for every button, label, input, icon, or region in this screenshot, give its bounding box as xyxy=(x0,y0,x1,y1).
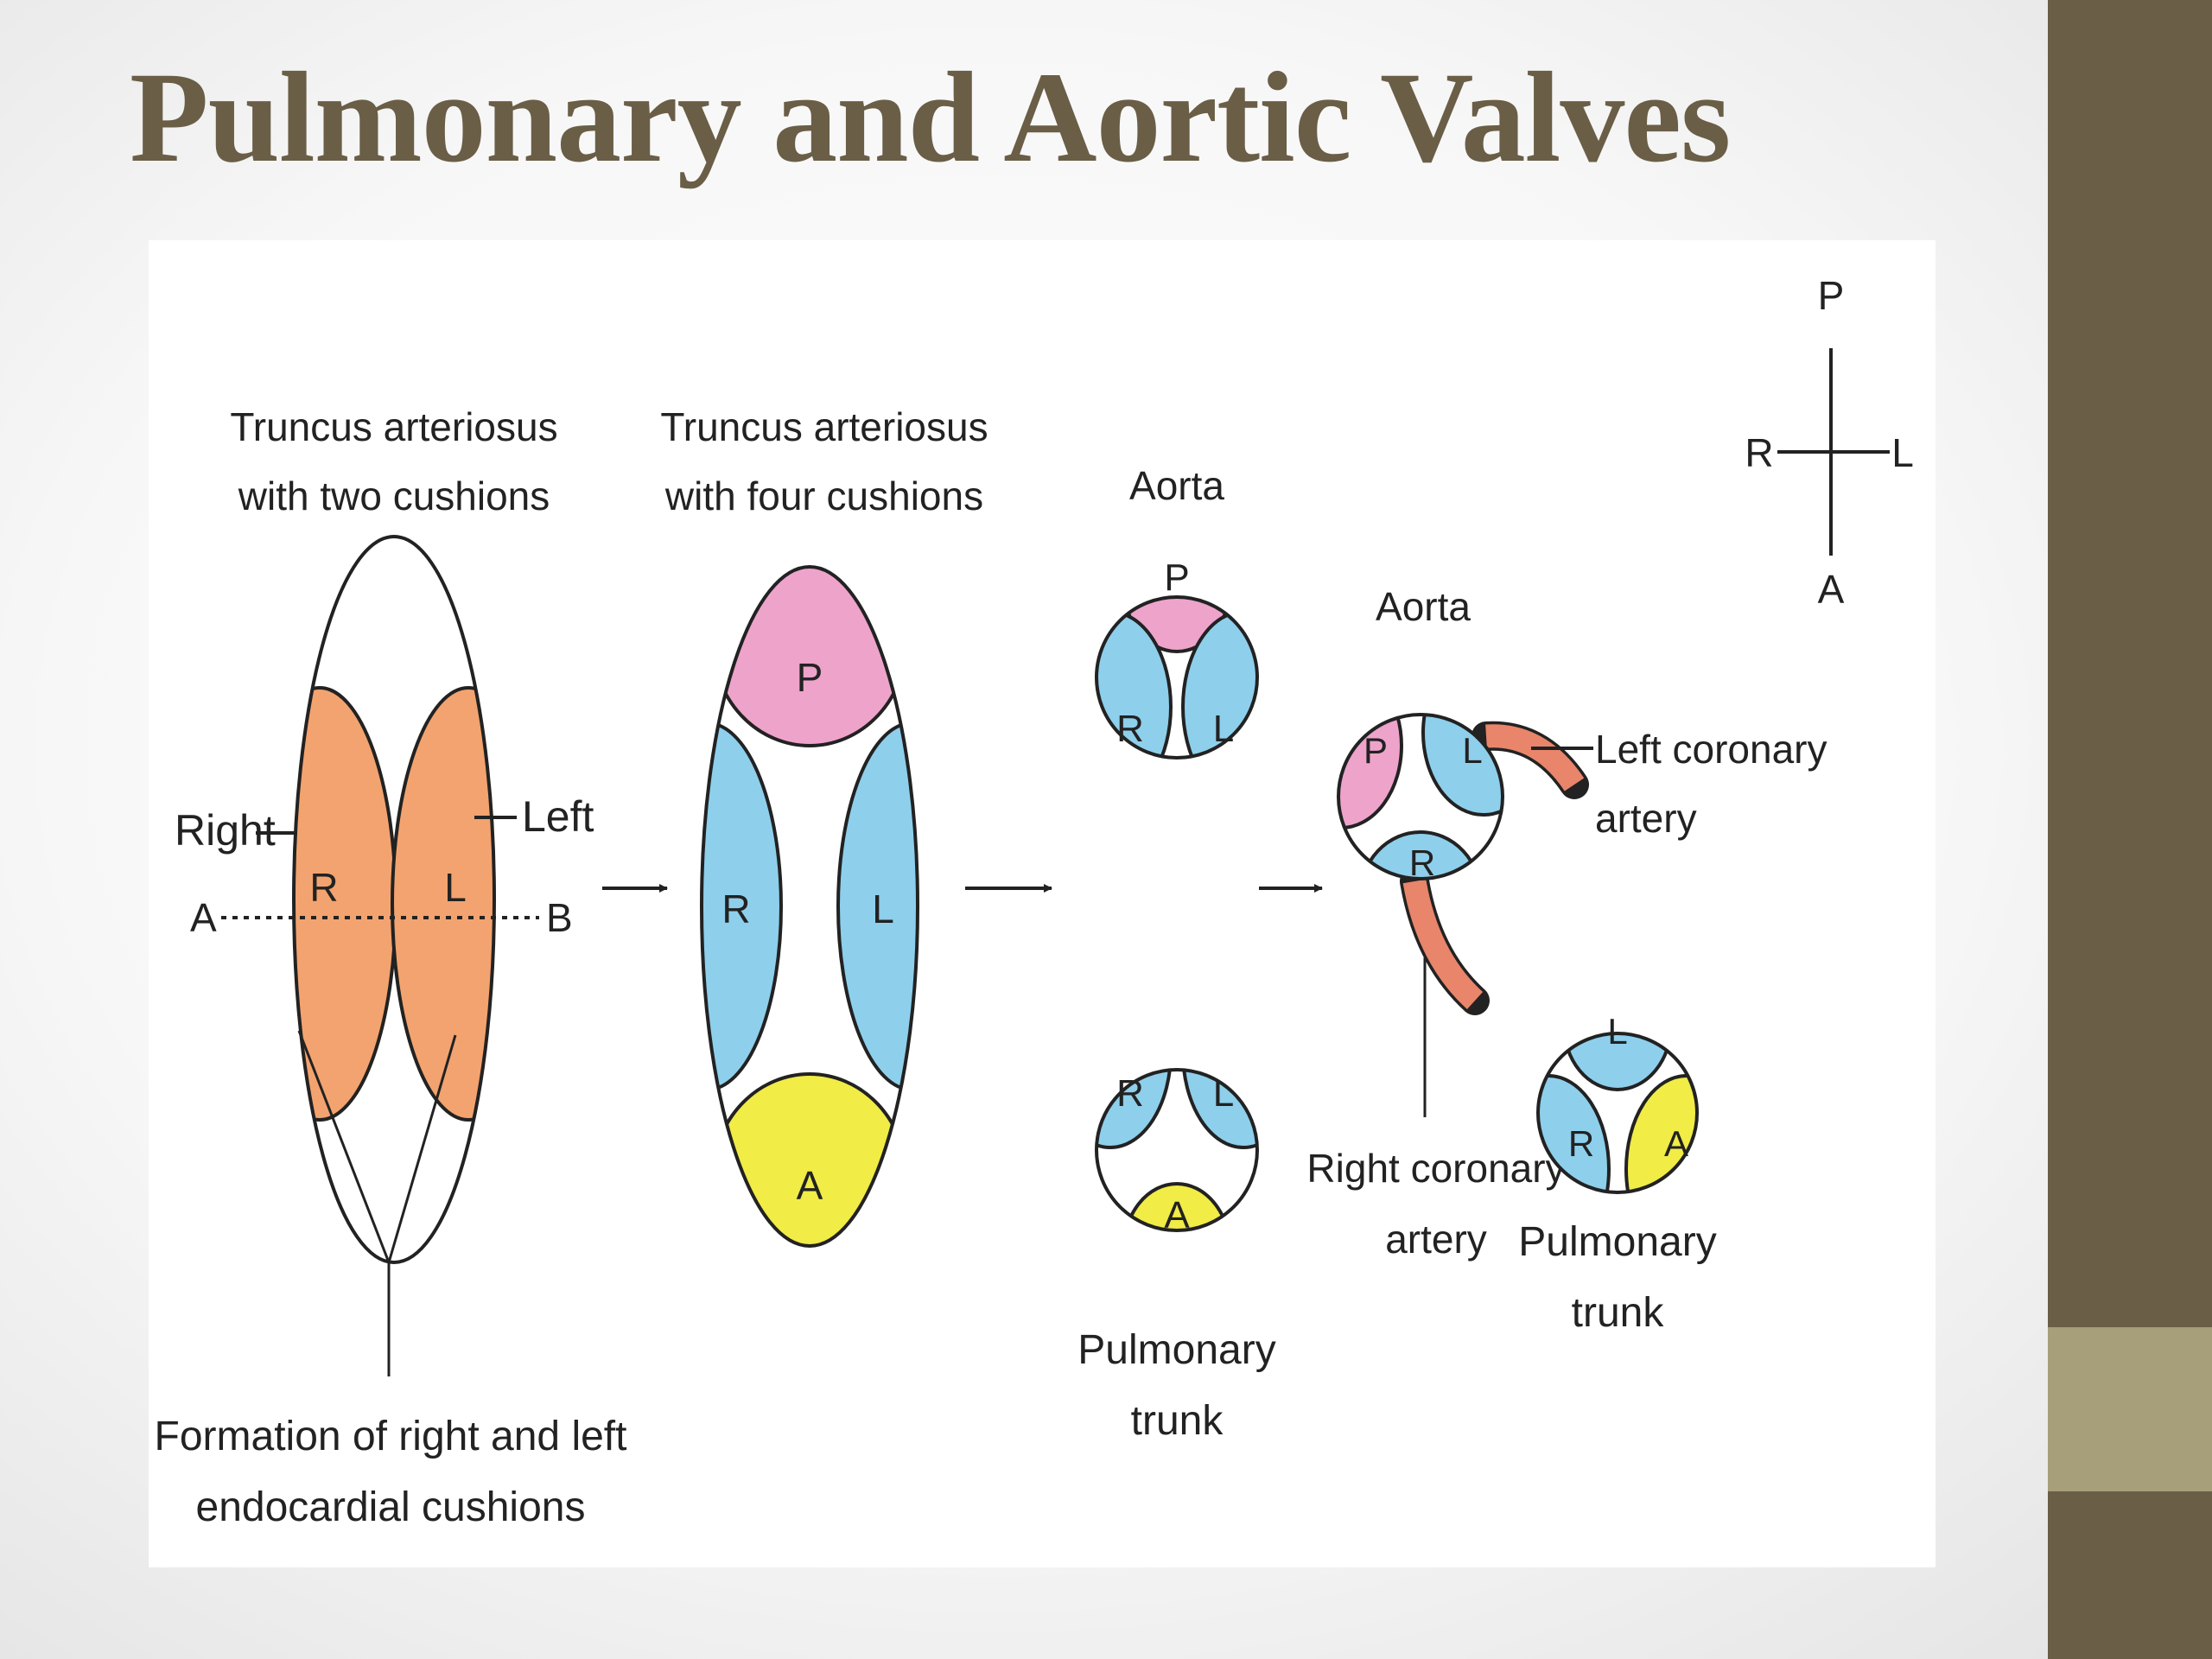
slide-title: Pulmonary and Aortic Valves xyxy=(130,46,1731,189)
right-coronary-artery xyxy=(1402,879,1484,1009)
cushion-l-letter: L xyxy=(444,865,467,910)
stage2-r-letter: R xyxy=(721,887,750,931)
pt-circle-stage3 xyxy=(1095,1068,1259,1232)
aorta-cusp-p xyxy=(1122,597,1232,653)
stage4-aorta-p: P xyxy=(1363,730,1388,771)
compass-r: R xyxy=(1745,430,1773,475)
stage2-l-letter: L xyxy=(872,887,894,931)
stage2-group: Truncus arteriosus with four cushions P … xyxy=(660,404,988,1248)
stage4-aorta-l: L xyxy=(1462,730,1482,771)
stage1-caption-line1: Truncus arteriosus xyxy=(230,404,557,449)
sidebar-accent xyxy=(2048,1327,2212,1491)
rca-label-line1: Right coronary xyxy=(1306,1146,1565,1191)
cushion-r xyxy=(702,721,783,1091)
left-label: Left xyxy=(522,792,594,841)
compass-l: L xyxy=(1891,430,1914,475)
stage2-caption-line1: Truncus arteriosus xyxy=(660,404,988,449)
stage1-bottom-line2: endocardial cushions xyxy=(196,1484,586,1530)
point-b-label: B xyxy=(546,895,573,940)
stage4-pt-l: L xyxy=(1607,1011,1627,1052)
stage4-group: Aorta P L R Left coronary artery Right c… xyxy=(1306,584,1827,1336)
orientation-compass: P A R L xyxy=(1745,273,1913,612)
stage3-aorta-label: Aorta xyxy=(1129,463,1224,508)
pointer-line-right xyxy=(297,1030,391,1263)
aorta-cusp-r xyxy=(1096,610,1173,758)
cushion-l xyxy=(836,721,918,1091)
stage2-caption-line2: with four cushions xyxy=(664,474,983,518)
stage2-a-letter: A xyxy=(797,1163,823,1208)
compass-p: P xyxy=(1818,273,1845,318)
stage2-p-letter: P xyxy=(797,655,823,700)
point-a-label: A xyxy=(190,895,217,940)
pt-cusp-r xyxy=(1096,1070,1173,1149)
stage4-pt-r: R xyxy=(1568,1123,1594,1164)
rot-aorta-cusp-r xyxy=(1358,830,1483,879)
rca-label-line2: artery xyxy=(1385,1217,1487,1262)
pt-cusp-l xyxy=(1181,1070,1257,1149)
left-cushion xyxy=(391,686,494,1122)
aorta-cusp-l xyxy=(1181,610,1257,758)
truncus-outline-two xyxy=(292,535,496,1264)
stage3-pt-label-line2: trunk xyxy=(1131,1398,1224,1444)
stage3-group: Aorta P R L R L A Pulmonary trunk xyxy=(1077,463,1275,1444)
stage4-pt-label-line2: trunk xyxy=(1572,1290,1665,1336)
cushion-r-letter: R xyxy=(309,865,338,910)
stage3-pt-a: A xyxy=(1164,1194,1190,1236)
stage3-pt-l: L xyxy=(1213,1072,1234,1115)
pointer-line-left xyxy=(387,1034,457,1263)
stage1-bottom-line1: Formation of right and left xyxy=(155,1414,627,1459)
compass-a: A xyxy=(1818,567,1845,612)
stage4-pt-label-line1: Pulmonary xyxy=(1518,1219,1716,1265)
stage1-caption-line2: with two cushions xyxy=(238,474,550,518)
stage1-group: Truncus arteriosus with two cushions R L… xyxy=(155,404,627,1530)
right-label: Right xyxy=(175,806,276,855)
stage4-aorta-label: Aorta xyxy=(1376,584,1471,629)
stage3-aorta-p: P xyxy=(1164,556,1189,599)
lca-label-line1: Left coronary xyxy=(1595,727,1827,772)
stage3-aorta-l: L xyxy=(1213,708,1234,750)
aorta-circle-stage3 xyxy=(1095,595,1259,760)
stage4-pt-a: A xyxy=(1664,1123,1688,1164)
valve-diagram: Truncus arteriosus with two cushions R L… xyxy=(155,273,1914,1530)
stage3-pt-label-line1: Pulmonary xyxy=(1077,1327,1275,1373)
valve-development-figure: Truncus arteriosus with two cushions R L… xyxy=(149,240,1936,1567)
pt-cusp-a xyxy=(1122,1182,1232,1230)
stage3-pt-r: R xyxy=(1116,1072,1144,1115)
stage4-aorta-r: R xyxy=(1409,842,1435,883)
aorta-circle-stage4 xyxy=(1337,713,1504,880)
pt-circle-stage4 xyxy=(1536,1032,1699,1194)
stage3-aorta-r: R xyxy=(1116,708,1144,750)
rot-pt-cusp-l xyxy=(1562,1033,1673,1091)
truncus-outline-four xyxy=(700,565,919,1248)
lca-label-line2: artery xyxy=(1595,796,1697,841)
